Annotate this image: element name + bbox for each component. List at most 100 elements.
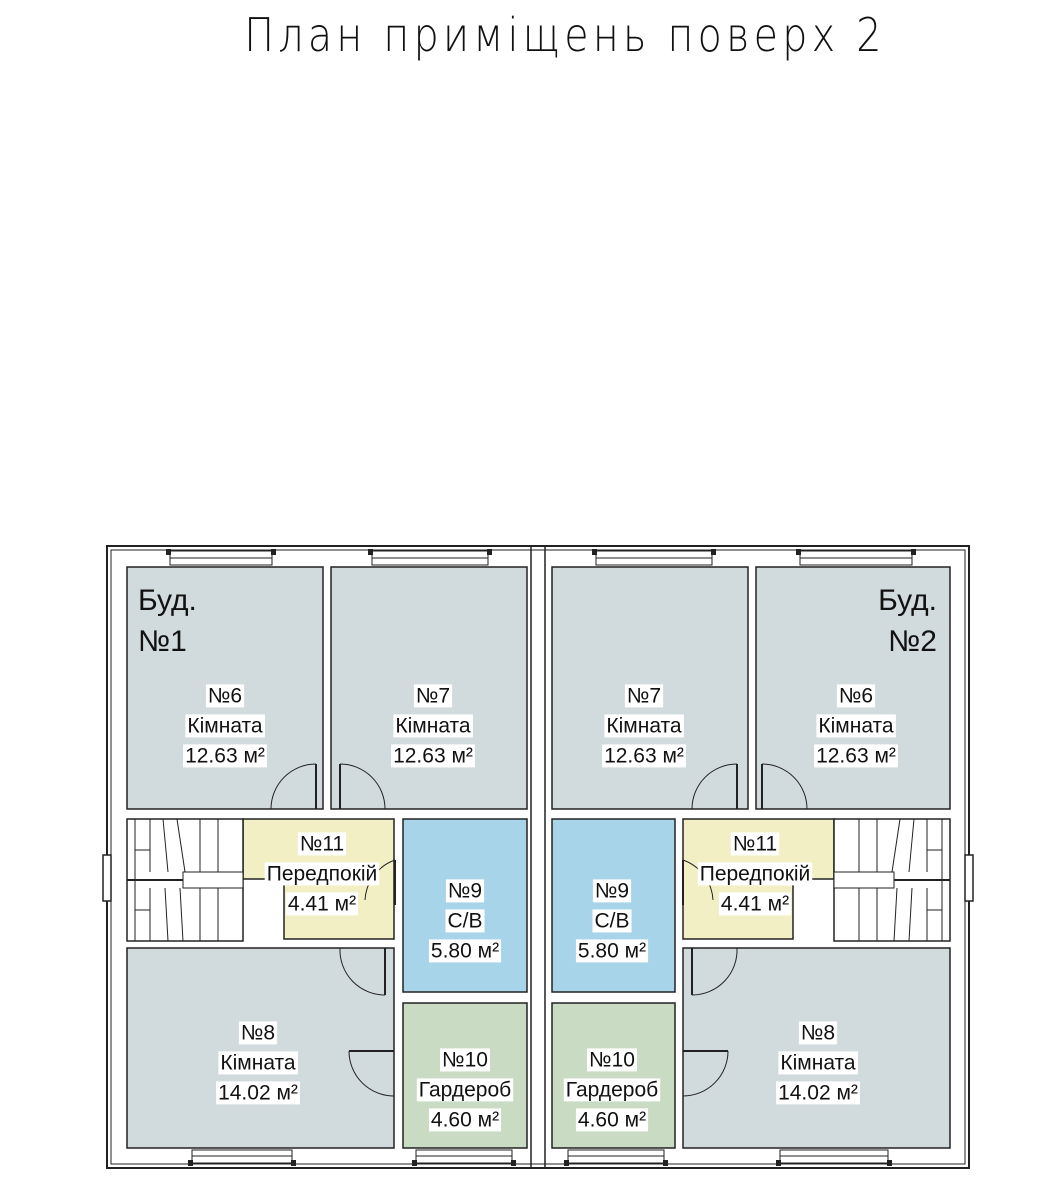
label-backing: [778, 1051, 858, 1075]
staircase-b2: [833, 818, 951, 942]
label-backing: [697, 862, 813, 886]
door: [761, 763, 808, 810]
room-name: С/В: [594, 909, 629, 932]
label-backing: [185, 714, 265, 738]
window: [592, 549, 716, 566]
door: [339, 763, 386, 810]
label-backing: [563, 1078, 661, 1102]
room-number: №7: [627, 684, 661, 707]
room-number: №11: [300, 832, 344, 855]
room-b2-r8: [682, 947, 951, 1149]
label-backing: [183, 744, 267, 768]
label-backing: [816, 714, 896, 738]
room-number: №9: [595, 879, 629, 902]
room-name: Кімната: [395, 714, 471, 737]
label-backing: [587, 1048, 637, 1072]
room-fill: [552, 819, 675, 992]
room-outline: [551, 1002, 676, 1149]
label-backing: [602, 744, 686, 768]
room-name: Передпокій: [267, 862, 378, 885]
room-name: Кімната: [220, 1051, 296, 1074]
window: [776, 1149, 892, 1166]
label-backing: [428, 1108, 502, 1132]
label-backing: [216, 1081, 300, 1105]
label-backing: [798, 1021, 838, 1045]
room-number: №6: [208, 684, 242, 707]
window: [796, 549, 916, 566]
building-label-b1: Буд. №1: [138, 584, 197, 658]
window: [188, 1149, 296, 1166]
building-label-b2: Буд. №2: [878, 584, 937, 658]
room-outline: [682, 947, 951, 1149]
room-name: С/В: [447, 909, 482, 932]
label-backing: [391, 744, 475, 768]
door: [339, 947, 386, 996]
label-backing: [814, 744, 898, 768]
door: [691, 763, 738, 810]
room-number: №9: [448, 879, 482, 902]
label-backing: [718, 892, 792, 916]
room-b1-r9: [402, 818, 528, 993]
room-outline: [402, 1002, 528, 1149]
label-backing: [445, 879, 485, 903]
room-area: 12.63 м²: [393, 744, 473, 767]
door: [691, 947, 738, 996]
room-fill: [683, 948, 950, 1148]
room-name: Гардероб: [419, 1078, 511, 1101]
building-label-line2: №2: [888, 625, 937, 658]
room-outline: [330, 566, 528, 810]
room-area: 14.02 м²: [218, 1081, 298, 1104]
label-backing: [592, 909, 632, 933]
building-label-line1: Буд.: [878, 584, 937, 617]
room-outline: [402, 818, 528, 993]
label-backing: [238, 1021, 278, 1045]
building-label-line2: №1: [138, 625, 187, 658]
room-area: 14.02 м²: [778, 1081, 858, 1104]
room-number: №7: [416, 684, 450, 707]
door: [682, 1050, 729, 1097]
label-backing: [592, 879, 632, 903]
window: [564, 1149, 668, 1166]
window: [412, 1149, 516, 1166]
room-area: 5.80 м²: [578, 939, 646, 962]
label-backing: [416, 1078, 514, 1102]
room-name: Кімната: [606, 714, 682, 737]
room-area: 12.63 м²: [816, 744, 896, 767]
room-number: №11: [733, 832, 777, 855]
label-backing: [428, 939, 502, 963]
label-backing: [776, 1081, 860, 1105]
room-number: №10: [589, 1048, 635, 1071]
room-area: 4.60 м²: [578, 1108, 646, 1131]
label-backing: [445, 909, 485, 933]
room-area: 5.80 м²: [431, 939, 499, 962]
room-name: Гардероб: [566, 1078, 658, 1101]
room-name: Передпокій: [700, 862, 811, 885]
window: [368, 549, 492, 566]
room-fill: [127, 948, 394, 1148]
label-backing: [393, 714, 473, 738]
label-backing: [297, 832, 347, 856]
room-outline: [551, 818, 676, 993]
room-b2-r9: [551, 818, 676, 993]
page-title: План приміщень поверх 2: [244, 8, 886, 62]
room-area: 12.63 м²: [185, 744, 265, 767]
label-backing: [440, 1048, 490, 1072]
room-name: Кімната: [780, 1051, 856, 1074]
room-name: Кімната: [187, 714, 263, 737]
room-b1-r8: [126, 947, 395, 1149]
label-backing: [624, 684, 664, 708]
door: [270, 763, 317, 810]
label-backing: [218, 1051, 298, 1075]
room-number: №6: [839, 684, 873, 707]
label-backing: [730, 832, 780, 856]
wall-notches: [102, 854, 974, 902]
building-label-line1: Буд.: [138, 584, 197, 617]
room-area: 4.41 м²: [721, 892, 789, 915]
door: [348, 1050, 395, 1097]
staircase-b1: [126, 818, 244, 942]
label-backing: [575, 1108, 649, 1132]
room-outline: [126, 566, 324, 810]
label-backing: [285, 892, 359, 916]
label-backing: [836, 684, 876, 708]
